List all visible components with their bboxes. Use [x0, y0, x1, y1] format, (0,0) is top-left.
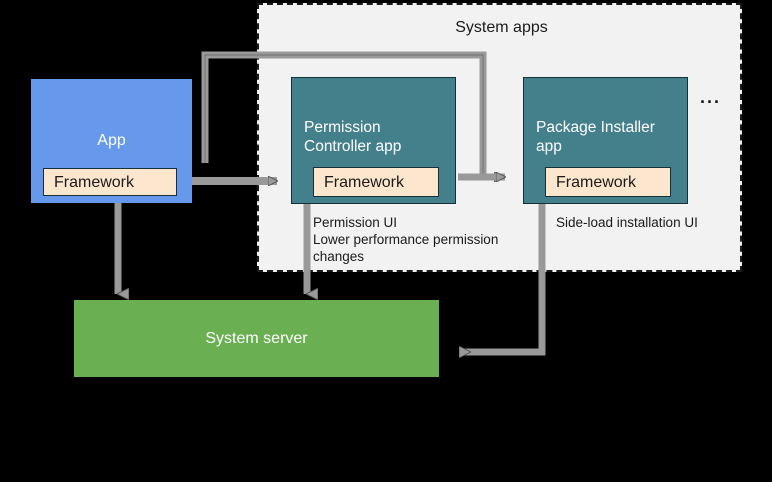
- node-permission-controller-framework[interactable]: Framework: [313, 167, 439, 197]
- node-permission-controller-framework-label: Framework: [324, 173, 405, 191]
- node-app[interactable]: App Framework: [31, 79, 192, 203]
- node-package-installer-framework[interactable]: Framework: [545, 167, 671, 197]
- connector-package-installer-to-system-server: [460, 204, 546, 352]
- node-app-framework[interactable]: Framework: [43, 168, 177, 196]
- node-package-installer-app[interactable]: Package Installer app Framework: [523, 77, 688, 204]
- node-system-server[interactable]: System server: [74, 300, 439, 377]
- node-permission-controller-app[interactable]: Permission Controller app Framework: [291, 77, 456, 204]
- system-apps-title: System apps: [455, 19, 548, 36]
- permission-controller-caption: Permission UI Lower performance permissi…: [313, 215, 499, 264]
- node-package-installer-app-label: Package Installer app: [536, 119, 655, 155]
- node-app-framework-label: Framework: [54, 173, 135, 191]
- node-system-server-label: System server: [205, 330, 308, 347]
- node-package-installer-framework-label: Framework: [556, 173, 637, 191]
- node-app-label: App: [97, 132, 126, 149]
- package-installer-caption: Side-load installation UI: [556, 215, 698, 230]
- node-permission-controller-app-label: Permission Controller app: [304, 119, 402, 155]
- more-apps-ellipsis-icon: ...: [700, 87, 722, 107]
